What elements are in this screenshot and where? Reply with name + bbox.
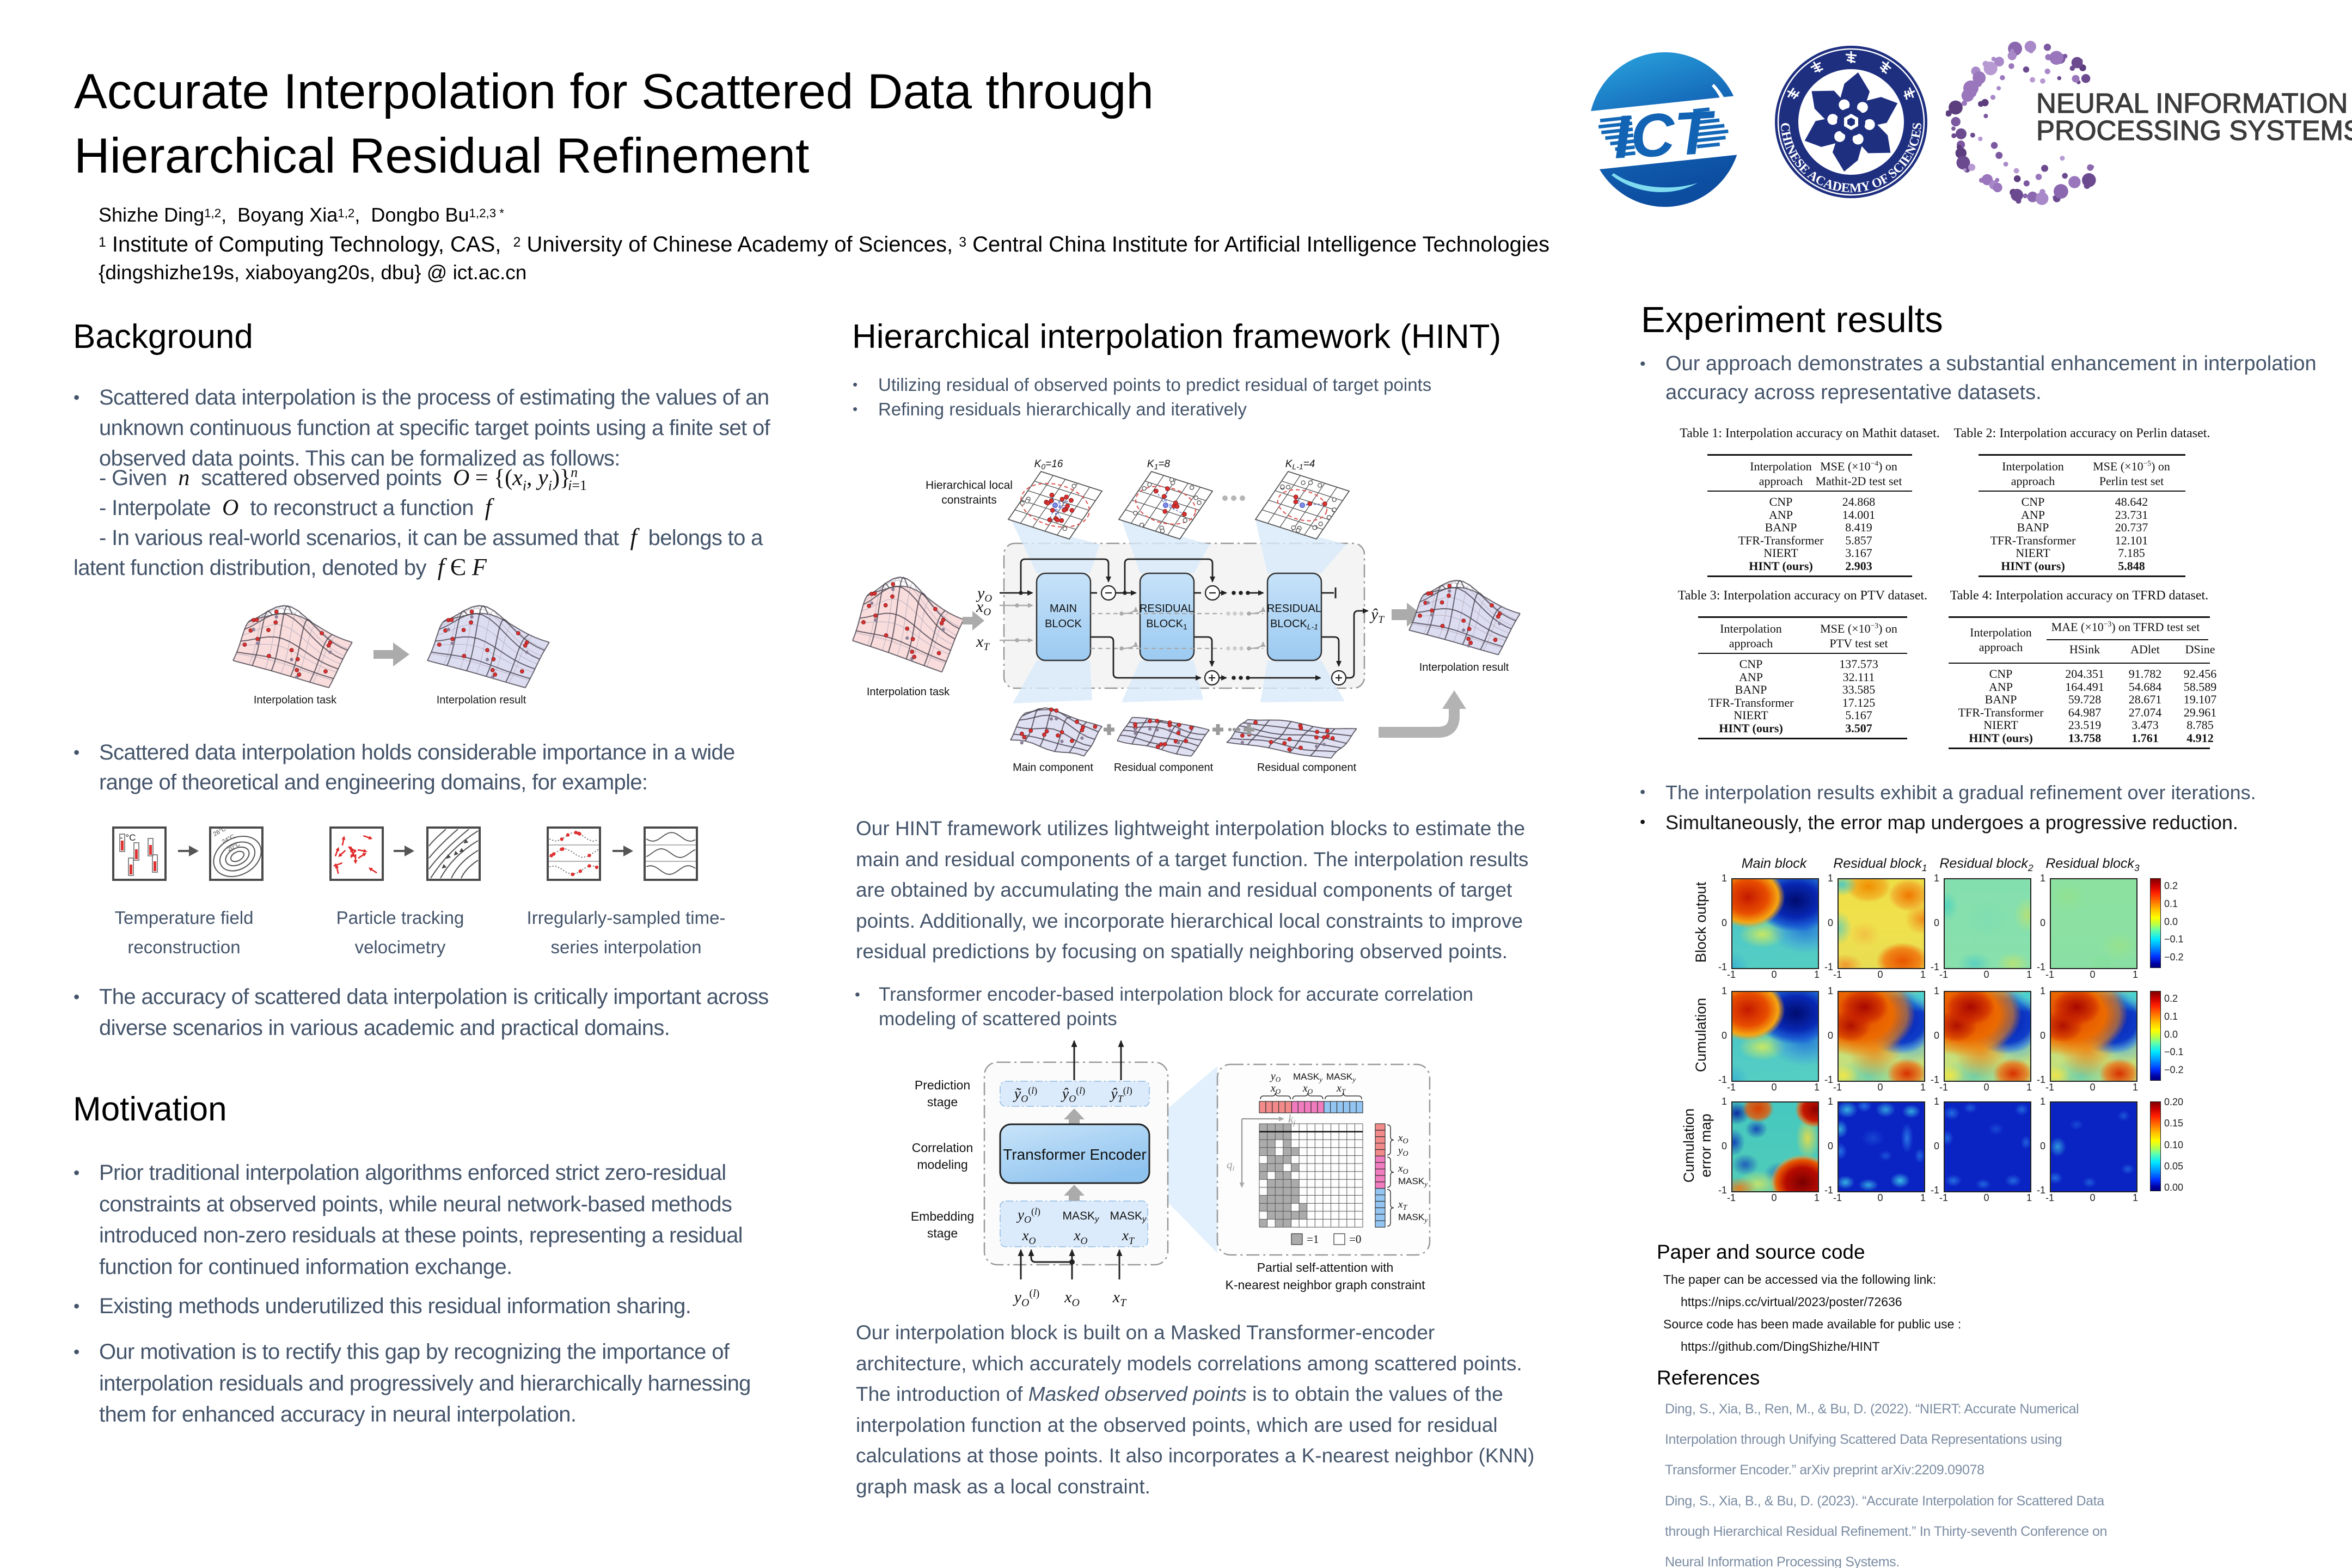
svg-text:MASKy: MASKy [1062, 1210, 1100, 1224]
svg-text:Hierarchical local: Hierarchical local [926, 479, 1013, 492]
svg-text:Residual component: Residual component [1257, 762, 1357, 774]
svg-text:MASKy: MASKy [1110, 1210, 1147, 1224]
svg-text:xT: xT [1112, 1288, 1127, 1309]
svg-text:MAIN: MAIN [1050, 603, 1077, 615]
svg-text:Residual component: Residual component [1114, 762, 1214, 774]
svg-text:yO(l): yO(l) [1013, 1288, 1040, 1309]
svg-text:MASKy: MASKy [1293, 1071, 1322, 1083]
svg-text:stage: stage [927, 1095, 958, 1109]
svg-text:ICT: ICT [1612, 98, 1718, 171]
svg-text:BLOCK: BLOCK [1045, 618, 1082, 630]
svg-text:RESIDUAL: RESIDUAL [1140, 603, 1194, 615]
svg-text:stage: stage [927, 1226, 958, 1240]
svg-text:xO: xO [1064, 1288, 1080, 1309]
svg-text:=1: =1 [1307, 1233, 1319, 1246]
svg-text:ŷT: ŷT [1369, 605, 1385, 626]
svg-text:MASKy: MASKy [1398, 1176, 1428, 1188]
svg-text:Main component: Main component [1013, 762, 1093, 774]
svg-text:- °C: - °C [120, 832, 136, 843]
svg-text:RESIDUAL: RESIDUAL [1267, 603, 1321, 615]
svg-text:K-nearest neighbor graph const: K-nearest neighbor graph constraint [1226, 1278, 1426, 1292]
svg-text:K1=8: K1=8 [1147, 458, 1171, 471]
svg-text:modeling: modeling [917, 1157, 967, 1172]
svg-text:BLOCK1: BLOCK1 [1146, 618, 1187, 631]
svg-text:MASKy: MASKy [1326, 1071, 1356, 1083]
svg-text:Partial self-attention with: Partial self-attention with [1257, 1260, 1394, 1275]
svg-text:constraints: constraints [941, 494, 997, 506]
svg-text:Interpolation result: Interpolation result [1419, 661, 1509, 673]
svg-text:KL-1=4: KL-1=4 [1285, 458, 1315, 471]
svg-text:Correlation: Correlation [912, 1141, 973, 1155]
svg-text:=0: =0 [1349, 1233, 1361, 1246]
svg-text:xT: xT [976, 633, 990, 653]
svg-text:Interpolation task: Interpolation task [867, 686, 950, 698]
svg-text:Embedding: Embedding [911, 1209, 974, 1223]
svg-text:Prediction: Prediction [915, 1078, 970, 1092]
svg-text:MASKy: MASKy [1398, 1212, 1428, 1224]
svg-text:K0=16: K0=16 [1034, 458, 1063, 471]
svg-text:Transformer Encoder: Transformer Encoder [1003, 1146, 1147, 1163]
